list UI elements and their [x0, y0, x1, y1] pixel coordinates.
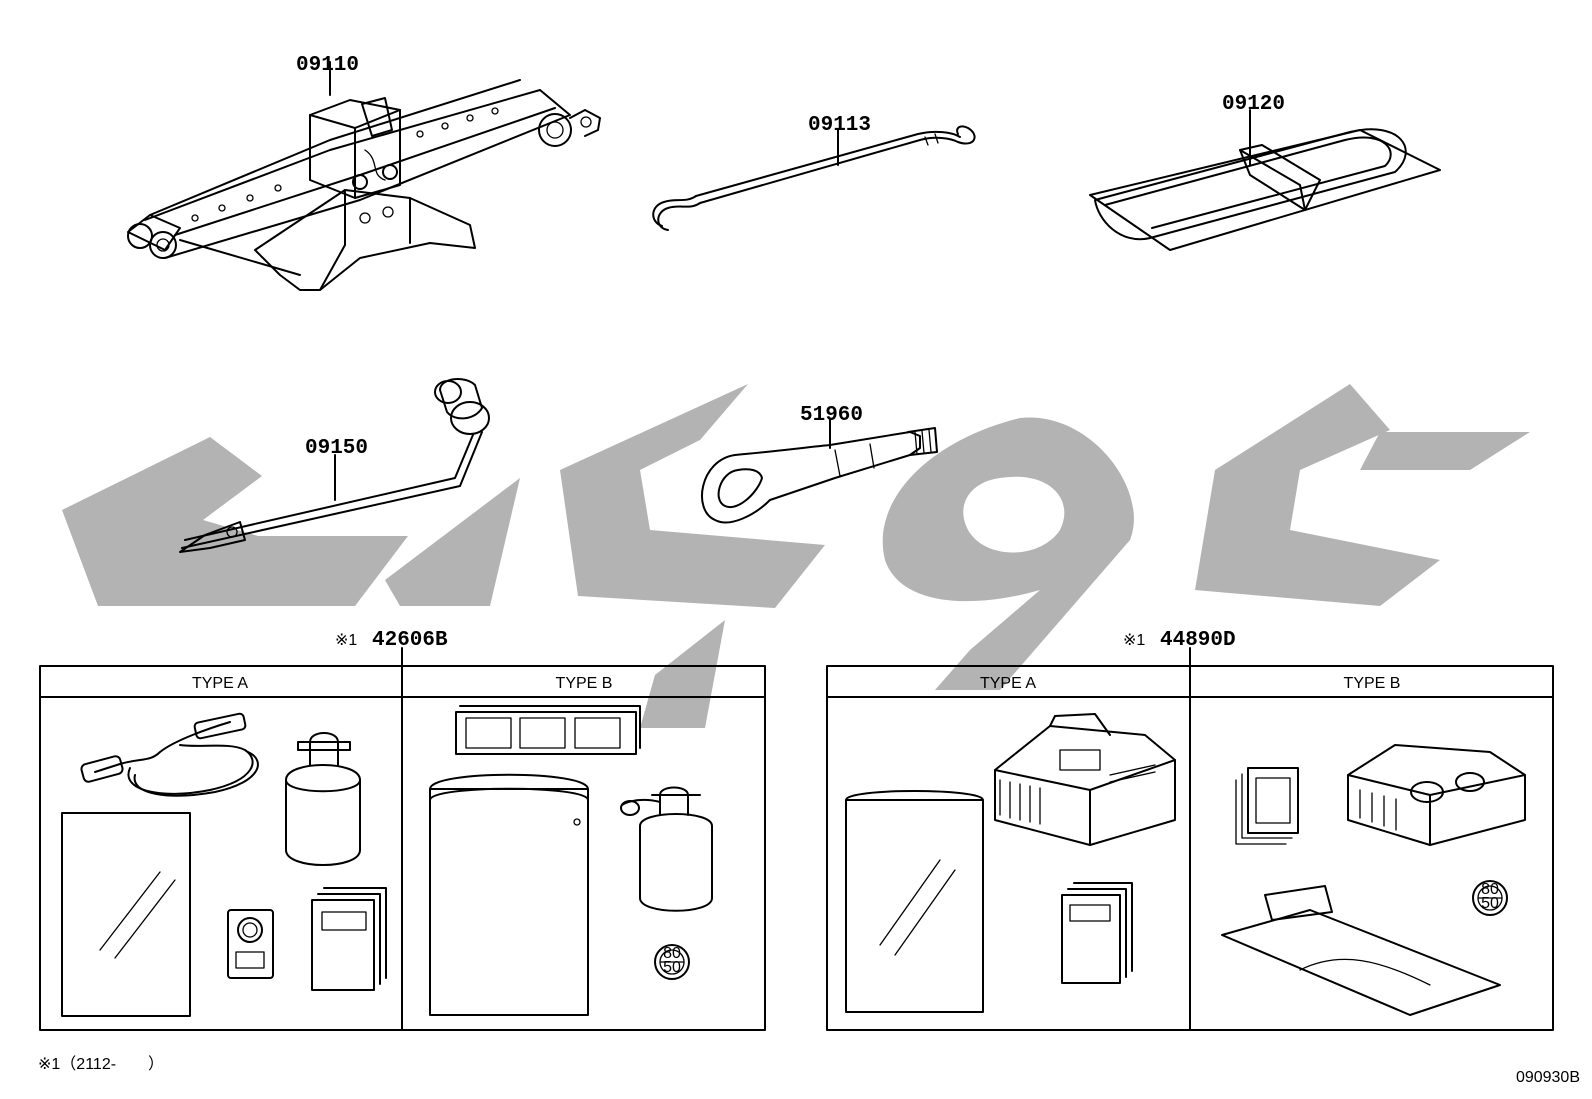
watermark-glyph-6 [1195, 384, 1440, 606]
kit-right-type-a-items [845, 713, 1176, 1013]
towing-eye-illustration [701, 419, 938, 524]
tool-bag-illustration [1089, 109, 1441, 251]
kit-right-frame [826, 647, 1554, 1031]
kit-left-type-a-label: TYPE A [192, 675, 248, 692]
watermark-glyph-7 [1360, 432, 1530, 470]
watermark-glyph-5 [882, 417, 1134, 690]
footnote: ※1（2112- ） [38, 1055, 164, 1073]
kit-right-speed-bottom: 50 [1481, 895, 1499, 912]
lug-wrench-illustration [179, 378, 490, 553]
figure-code: 090930B [1516, 1069, 1580, 1086]
watermark-glyph-1 [62, 437, 408, 606]
kit-right-part-number: 44890D [1160, 629, 1236, 652]
watermark-logo [62, 384, 1530, 728]
tool-bag-part-number: 09120 [1222, 93, 1285, 116]
kit-right-note-mark: ※1 [1123, 632, 1145, 649]
kit-right-type-b-label: TYPE B [1344, 675, 1401, 692]
watermark-glyph-3 [560, 384, 825, 608]
kit-left-type-a-items [61, 712, 387, 1017]
kit-left-speed-bottom: 50 [663, 959, 681, 976]
jack-illustration [127, 61, 601, 291]
lug-wrench-part-number: 09150 [305, 437, 368, 460]
kit-left-type-b-items: 80 50 [429, 705, 713, 1016]
kit-left-note-mark: ※1 [335, 632, 357, 649]
watermark-glyph-4 [640, 620, 725, 728]
kit-right-type-b-items: 80 50 [1221, 744, 1526, 1016]
kit-left-speed-top: 80 [663, 945, 681, 962]
jack-part-number: 09110 [296, 54, 359, 77]
kit-right-type-a-label: TYPE A [980, 675, 1036, 692]
watermark-glyph-2 [385, 478, 520, 606]
kit-left-frame [39, 647, 766, 1031]
jack-handle-illustration [652, 125, 976, 231]
kit-right-speed-top: 80 [1481, 881, 1499, 898]
kit-left-part-number: 42606B [372, 629, 448, 652]
jack-handle-part-number: 09113 [808, 114, 871, 137]
towing-eye-part-number: 51960 [800, 404, 863, 427]
kit-left-type-b-label: TYPE B [556, 675, 613, 692]
